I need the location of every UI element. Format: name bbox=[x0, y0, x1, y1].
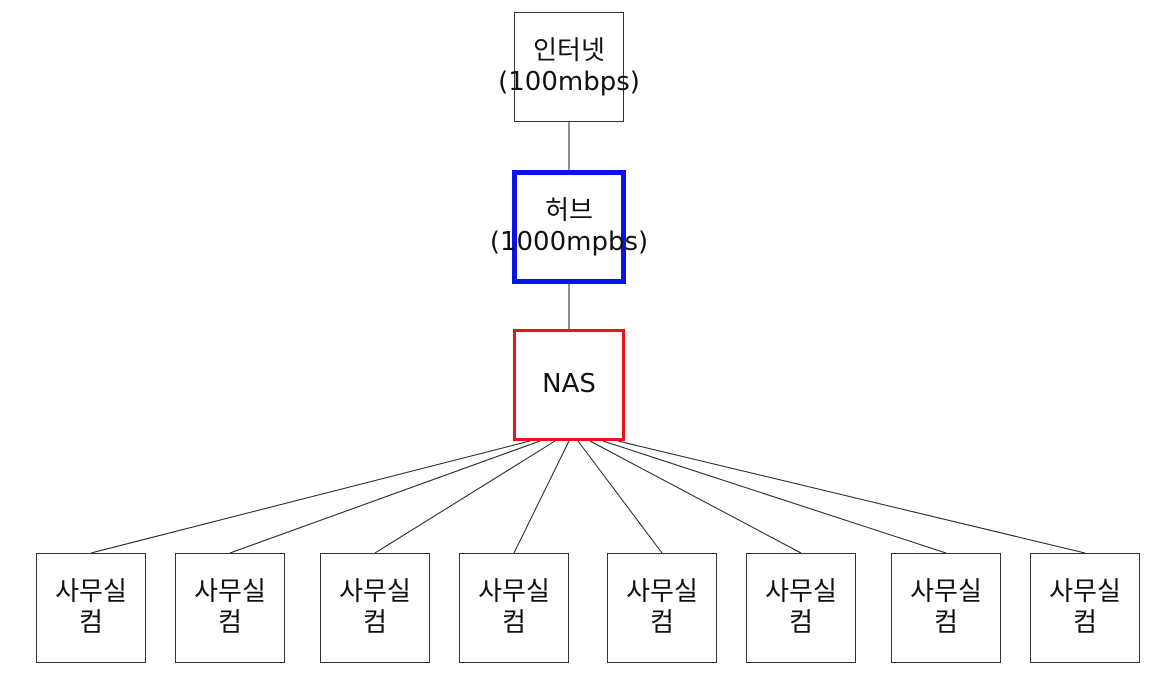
office-pc-node: 사무실 컴 bbox=[36, 553, 146, 663]
office-pc-label: 사무실 bbox=[478, 576, 550, 607]
edge-nas-pc-7 bbox=[602, 440, 947, 554]
hub-label: 허브 bbox=[545, 195, 593, 226]
office-pc-label: 사무실 bbox=[765, 576, 837, 607]
office-pc-label-line2: 컴 bbox=[1073, 608, 1097, 638]
edge-nas-pc-8 bbox=[617, 440, 1086, 554]
office-pc-label: 사무실 bbox=[1049, 576, 1121, 607]
office-pc-label: 사무실 bbox=[339, 576, 411, 607]
internet-label: 인터넷 bbox=[533, 35, 605, 66]
office-pc-label-line2: 컴 bbox=[934, 608, 958, 638]
office-pc-label-line2: 컴 bbox=[789, 608, 813, 638]
hub-speed: (1000mpbs) bbox=[489, 227, 649, 257]
hub-node: 허브 (1000mpbs) bbox=[490, 170, 648, 284]
office-pc-label: 사무실 bbox=[55, 576, 127, 607]
office-pc-label: 사무실 bbox=[194, 576, 266, 607]
internet-speed: (100mbps) bbox=[498, 67, 640, 97]
edge-nas-pc-2 bbox=[229, 440, 541, 554]
edge-nas-pc-3 bbox=[374, 440, 556, 554]
office-pc-node: 사무실 컴 bbox=[607, 553, 717, 663]
office-pc-label-line2: 컴 bbox=[363, 608, 387, 638]
office-pc-label-line2: 컴 bbox=[650, 608, 674, 638]
edge-nas-pc-5 bbox=[577, 440, 663, 554]
office-pc-node: 사무실 컴 bbox=[320, 553, 430, 663]
edge-nas-pc-4 bbox=[513, 440, 570, 554]
office-pc-label-line2: 컴 bbox=[502, 608, 526, 638]
office-pc-node: 사무실 컴 bbox=[1030, 553, 1140, 663]
office-pc-label: 사무실 bbox=[910, 576, 982, 607]
nas-node: NAS bbox=[513, 329, 625, 441]
office-pc-label-line2: 컴 bbox=[218, 608, 242, 638]
nas-label: NAS bbox=[542, 369, 596, 400]
edge-nas-pc-6 bbox=[589, 440, 802, 554]
edge-nas-pc-1 bbox=[90, 440, 531, 554]
office-pc-node: 사무실 컴 bbox=[746, 553, 856, 663]
office-pc-node: 사무실 컴 bbox=[459, 553, 569, 663]
internet-node: 인터넷 (100mbps) bbox=[498, 12, 640, 122]
office-pc-node: 사무실 컴 bbox=[175, 553, 285, 663]
office-pc-node: 사무실 컴 bbox=[891, 553, 1001, 663]
office-pc-label: 사무실 bbox=[626, 576, 698, 607]
office-pc-label-line2: 컴 bbox=[79, 608, 103, 638]
